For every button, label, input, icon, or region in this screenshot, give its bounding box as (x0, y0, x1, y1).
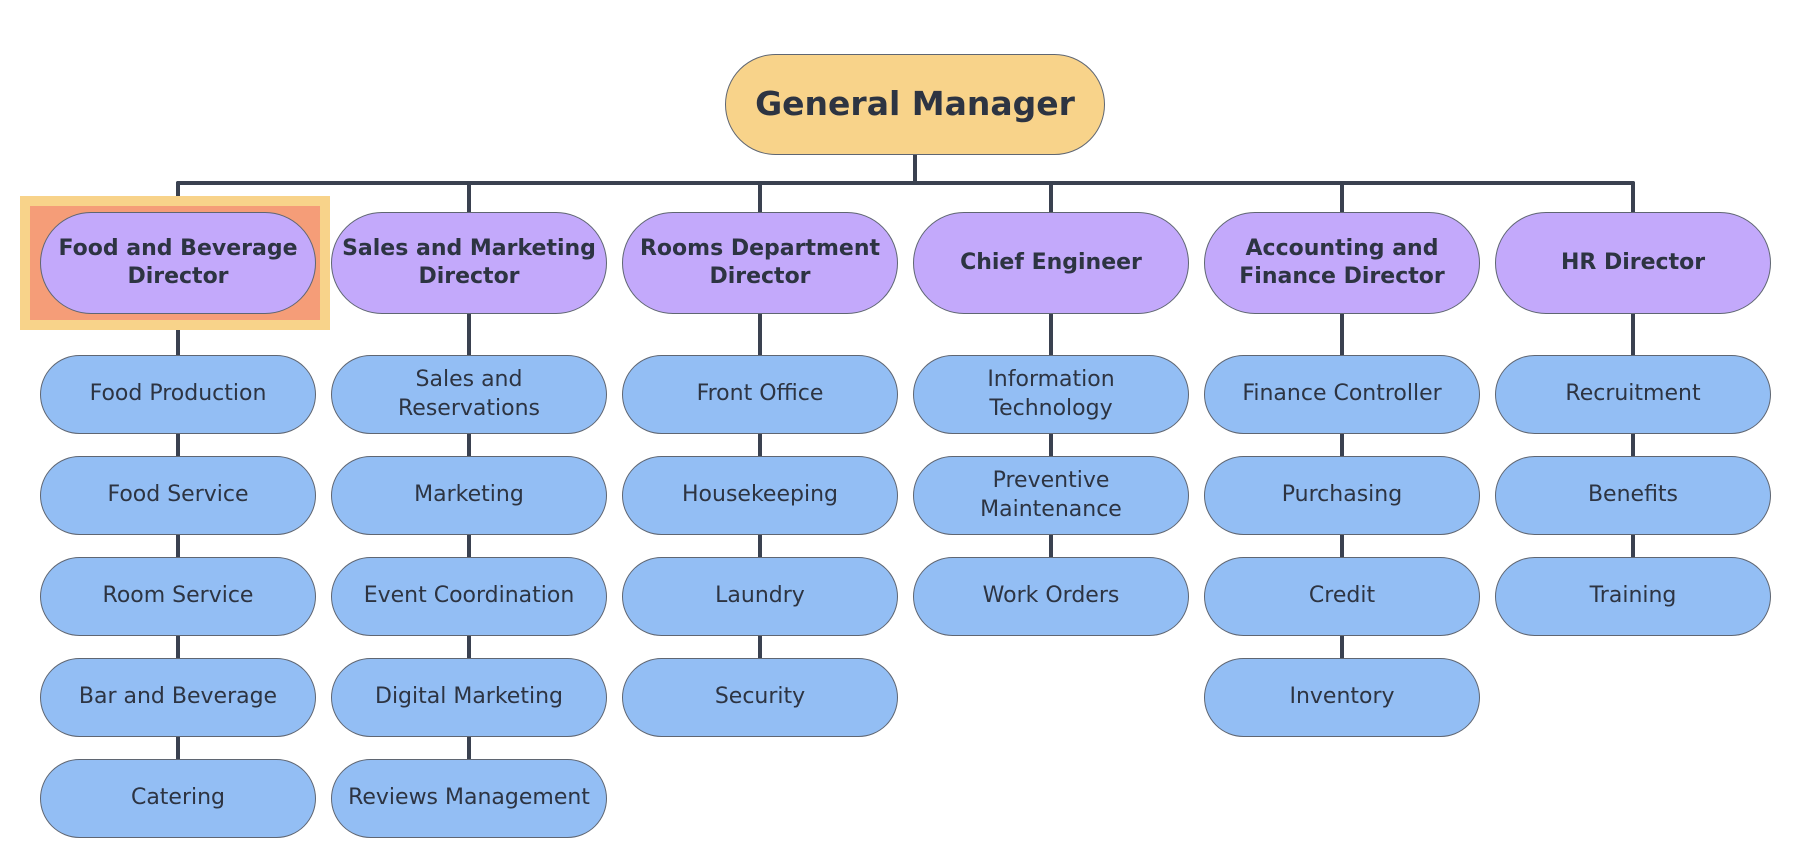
unit-node-preventive-maintenance[interactable]: Preventive Maintenance (913, 456, 1189, 535)
director-node-food-and-beverage-director-label: Food and Beverage Director (58, 235, 298, 289)
director-node-sales-and-marketing-director[interactable]: Sales and Marketing Director (331, 212, 607, 314)
unit-node-credit-label: Credit (1308, 583, 1376, 609)
director-node-hr-director[interactable]: HR Director (1495, 212, 1771, 314)
unit-node-housekeeping-label: Housekeeping (682, 482, 838, 508)
unit-node-bar-and-beverage[interactable]: Bar and Beverage (40, 658, 316, 737)
unit-node-sales-and-reservations[interactable]: Sales and Reservations (331, 355, 607, 434)
unit-node-food-service[interactable]: Food Service (40, 456, 316, 535)
unit-node-event-coordination-label: Event Coordination (363, 583, 575, 609)
unit-node-event-coordination[interactable]: Event Coordination (331, 557, 607, 636)
unit-node-work-orders[interactable]: Work Orders (913, 557, 1189, 636)
unit-node-recruitment[interactable]: Recruitment (1495, 355, 1771, 434)
director-node-hr-director-label: HR Director (1560, 249, 1706, 275)
unit-node-front-office-label: Front Office (696, 381, 824, 407)
unit-node-security-label: Security (714, 684, 806, 710)
unit-node-work-orders-label: Work Orders (982, 583, 1120, 609)
unit-node-preventive-maintenance-label: Preventive Maintenance (980, 468, 1122, 522)
unit-node-reviews-management[interactable]: Reviews Management (331, 759, 607, 838)
unit-node-purchasing[interactable]: Purchasing (1204, 456, 1480, 535)
unit-node-reviews-management-label: Reviews Management (348, 785, 590, 811)
director-node-food-and-beverage-director[interactable]: Food and Beverage Director (40, 212, 316, 314)
unit-node-food-production-label: Food Production (89, 381, 267, 407)
unit-node-finance-controller-label: Finance Controller (1242, 381, 1442, 407)
unit-node-catering[interactable]: Catering (40, 759, 316, 838)
unit-node-credit[interactable]: Credit (1204, 557, 1480, 636)
director-node-accounting-and-finance-director-label: Accounting and Finance Director (1239, 235, 1445, 289)
unit-node-benefits-label: Benefits (1587, 482, 1679, 508)
unit-node-sales-and-reservations-label: Sales and Reservations (398, 367, 540, 421)
unit-node-inventory[interactable]: Inventory (1204, 658, 1480, 737)
unit-node-bar-and-beverage-label: Bar and Beverage (78, 684, 278, 710)
unit-node-front-office[interactable]: Front Office (622, 355, 898, 434)
director-node-chief-engineer-label: Chief Engineer (960, 249, 1142, 275)
unit-node-catering-label: Catering (130, 785, 226, 811)
node-label-general-manager: General Manager (755, 84, 1075, 124)
unit-node-room-service[interactable]: Room Service (40, 557, 316, 636)
unit-node-training-label: Training (1589, 583, 1677, 609)
director-node-sales-and-marketing-director-label: Sales and Marketing Director (342, 235, 596, 289)
unit-node-information-technology[interactable]: Information Technology (913, 355, 1189, 434)
unit-node-room-service-label: Room Service (102, 583, 254, 609)
unit-node-digital-marketing[interactable]: Digital Marketing (331, 658, 607, 737)
unit-node-marketing[interactable]: Marketing (331, 456, 607, 535)
node-general-manager[interactable]: General Manager (725, 54, 1105, 155)
unit-node-benefits[interactable]: Benefits (1495, 456, 1771, 535)
unit-node-recruitment-label: Recruitment (1565, 381, 1701, 407)
director-node-chief-engineer[interactable]: Chief Engineer (913, 212, 1189, 314)
unit-node-food-production[interactable]: Food Production (40, 355, 316, 434)
unit-node-laundry[interactable]: Laundry (622, 557, 898, 636)
unit-node-training[interactable]: Training (1495, 557, 1771, 636)
unit-node-marketing-label: Marketing (414, 482, 524, 508)
unit-node-laundry-label: Laundry (715, 583, 805, 609)
unit-node-information-technology-label: Information Technology (987, 367, 1115, 421)
unit-node-security[interactable]: Security (622, 658, 898, 737)
director-node-rooms-department-director[interactable]: Rooms Department Director (622, 212, 898, 314)
unit-node-inventory-label: Inventory (1289, 684, 1395, 710)
director-node-rooms-department-director-label: Rooms Department Director (639, 235, 880, 289)
unit-node-digital-marketing-label: Digital Marketing (375, 684, 563, 710)
unit-node-purchasing-label: Purchasing (1281, 482, 1403, 508)
unit-node-housekeeping[interactable]: Housekeeping (622, 456, 898, 535)
unit-node-finance-controller[interactable]: Finance Controller (1204, 355, 1480, 434)
director-node-accounting-and-finance-director[interactable]: Accounting and Finance Director (1204, 212, 1480, 314)
unit-node-food-service-label: Food Service (107, 482, 249, 508)
